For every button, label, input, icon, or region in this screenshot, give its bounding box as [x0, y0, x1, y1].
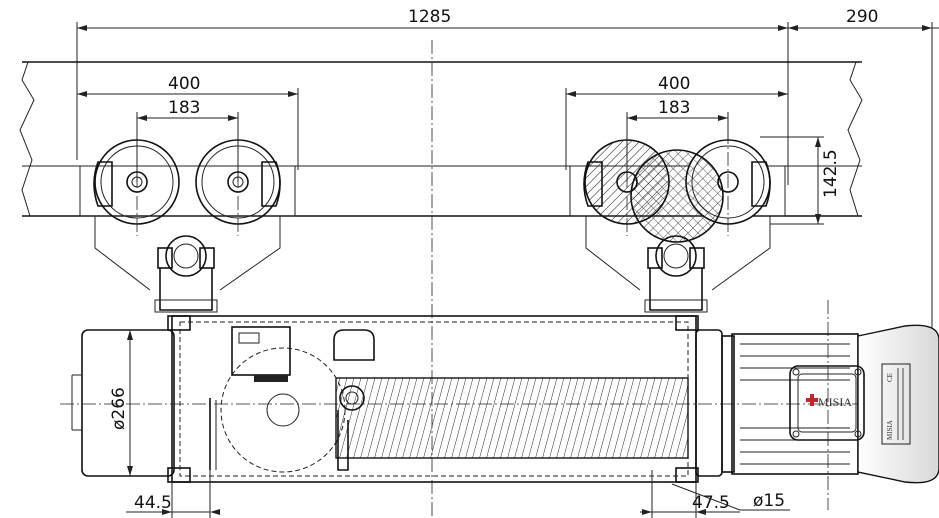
drum-diameter-dimension: ø266: [109, 330, 133, 476]
dim-right-trolley-width: 400: [658, 74, 690, 94]
ce-mark: CE: [886, 373, 894, 382]
dim-end-offset: 290: [846, 7, 878, 27]
left-trolley: 400 183: [77, 74, 299, 313]
bottom-dimensions: 44.5 47.5 ø15: [126, 470, 790, 518]
dim-overall-span: 1285: [408, 7, 451, 27]
dim-drum-diameter: ø266: [109, 387, 129, 430]
dim-wheel-height: 142.5: [821, 149, 841, 198]
dim-left-trolley-width: 400: [168, 74, 200, 94]
brand-label: MISIA: [818, 395, 852, 409]
right-trolley: 400 183 142.5: [565, 74, 841, 313]
motor: MISIA MISIA CE: [721, 300, 939, 510]
top-dimension: 1285 290: [76, 7, 939, 330]
dim-left-wheel-spacing: 183: [168, 98, 200, 118]
misia-logo: MISIA: [806, 394, 852, 409]
dim-hole-diameter: ø15: [753, 491, 785, 511]
dim-left-edge-offset: 44.5: [134, 493, 172, 513]
plate-brand-label: MISIA: [886, 420, 894, 440]
dim-right-wheel-spacing: 183: [658, 98, 690, 118]
dim-right-edge-offset: 47.5: [692, 493, 730, 513]
hoist-body: [71, 315, 723, 483]
